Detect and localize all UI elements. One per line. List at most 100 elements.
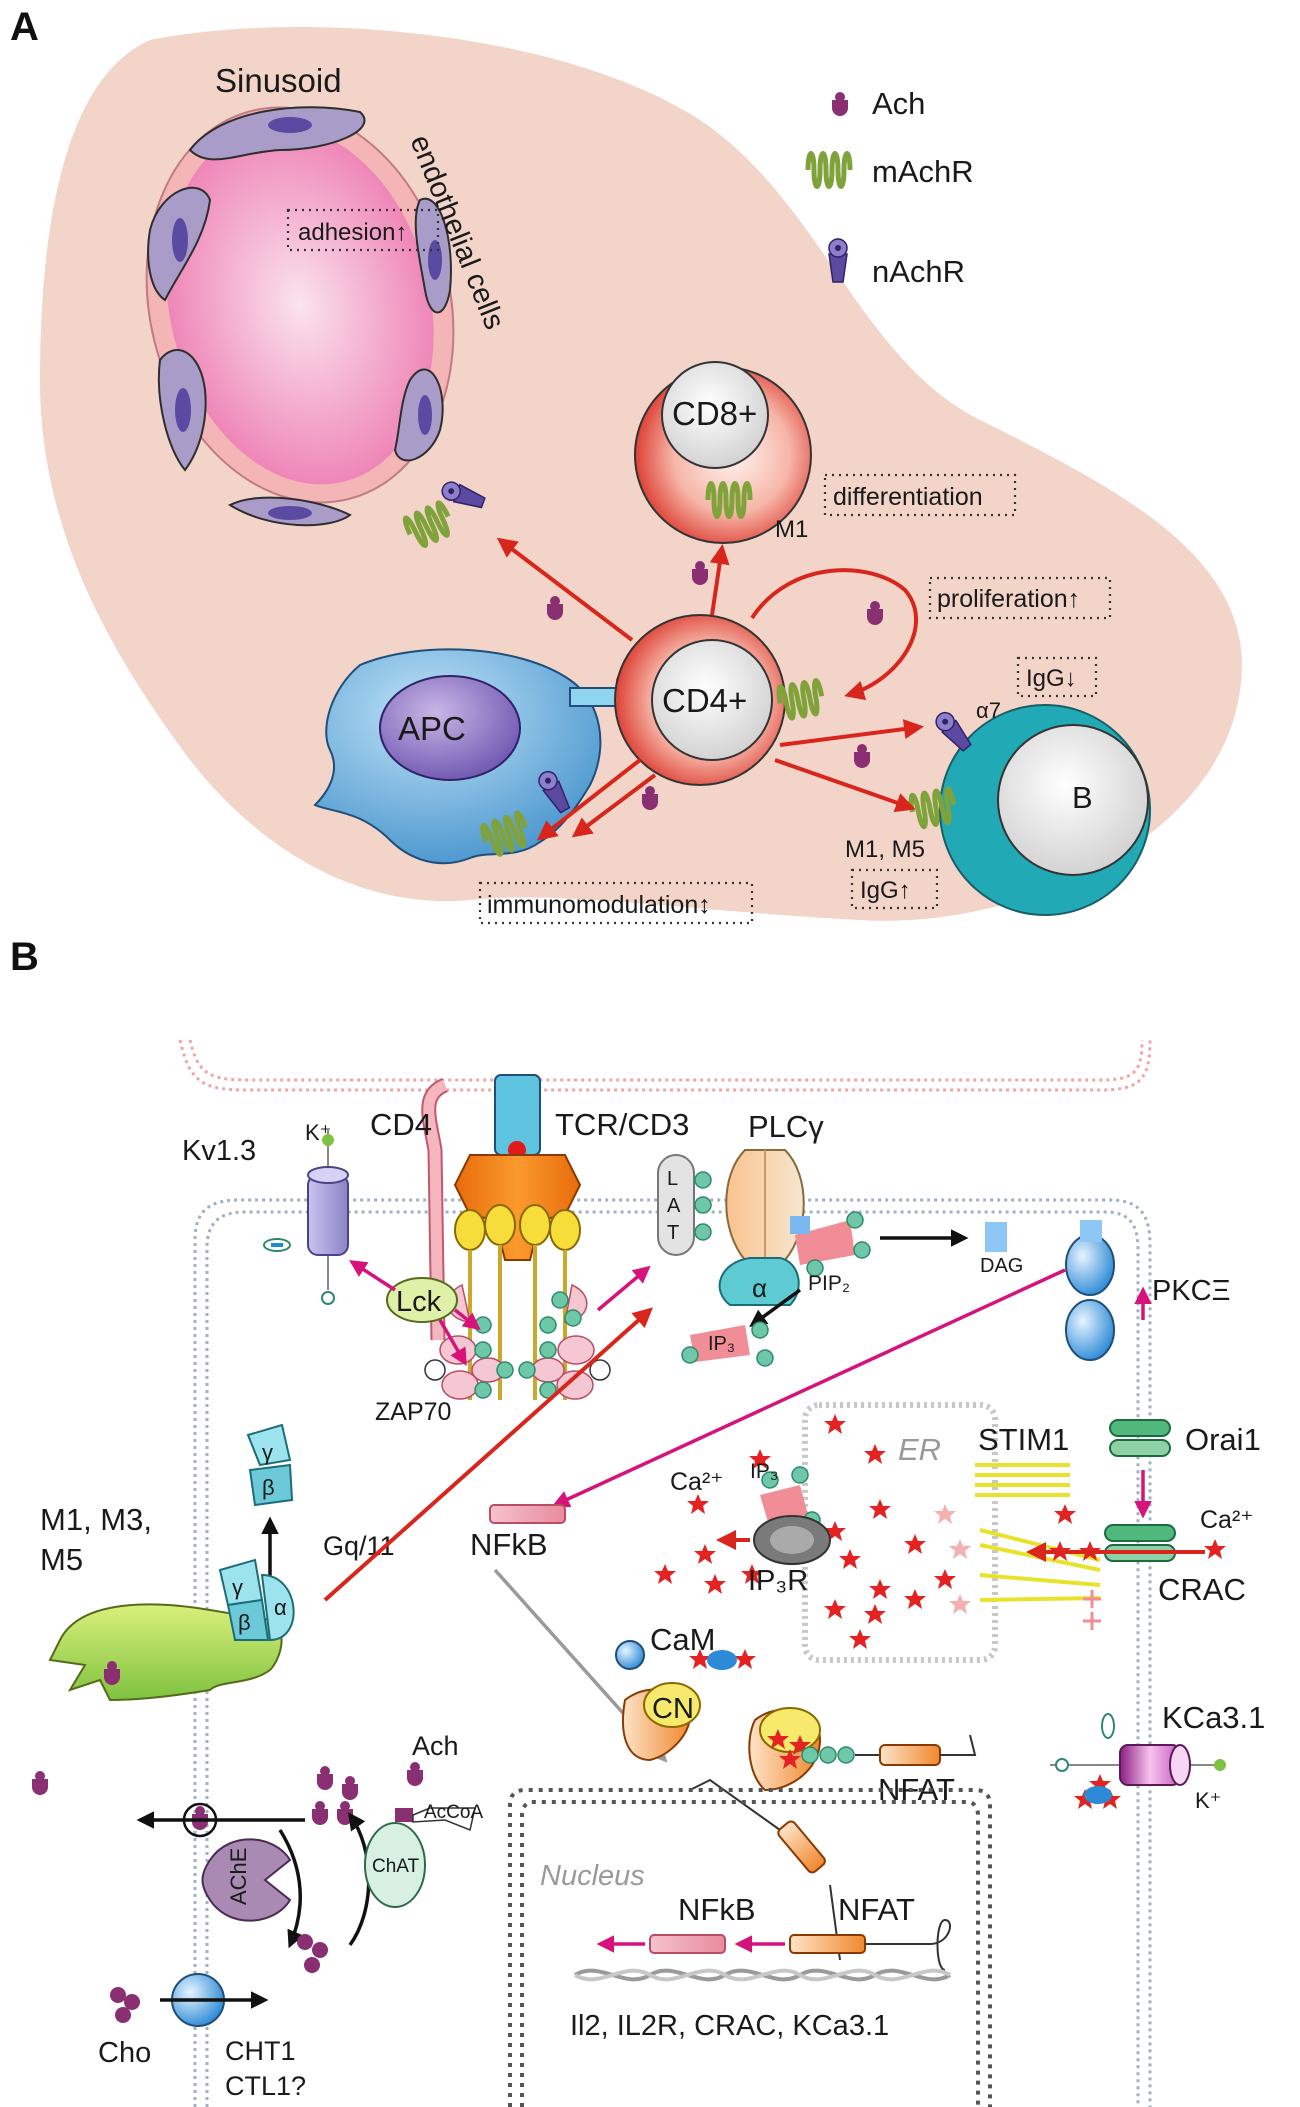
gamma-free-label: γ: [262, 1440, 273, 1465]
legend-machr-label: mAchR: [872, 154, 974, 189]
kv13-channel: [263, 1130, 349, 1305]
kv13-label: Kv1.3: [182, 1135, 256, 1167]
er-label: ER: [898, 1432, 941, 1467]
kca31-channel: [1050, 1713, 1226, 1809]
pkc-enzyme: [1065, 1220, 1115, 1361]
ach-hydrolysis-arrow: [278, 1829, 304, 1949]
kplus-bottom-label: K⁺: [1195, 1788, 1221, 1813]
apc-label: APC: [398, 710, 466, 747]
orai1-label: Orai1: [1185, 1422, 1261, 1457]
stim1: [975, 1463, 1101, 1602]
crac-plus-marks: [1083, 1590, 1101, 1630]
dag-icon: [985, 1222, 1007, 1252]
cam-protein: [615, 1640, 645, 1670]
ip3-er-label: IP₃: [750, 1460, 778, 1483]
immunomodulation-label: immunomodulation↕: [487, 891, 711, 919]
b-cell: [939, 704, 1151, 916]
stim1-label: STIM1: [978, 1422, 1069, 1457]
er-depleted-stars: [934, 1504, 971, 1614]
differentiation-label: differentiation: [833, 483, 983, 511]
igg-down-box: [1016, 656, 1098, 698]
nfkb-protein: [489, 1504, 566, 1524]
nfat-translocating: [689, 1778, 841, 1961]
panel-a-arrows: [496, 537, 924, 841]
tcr-cd3-label: TCR/CD3: [555, 1107, 689, 1142]
cd4-label: CD4+: [662, 682, 747, 719]
cd4-b-label: CD4: [370, 1107, 432, 1142]
lck-arrows: [349, 1260, 651, 1367]
nfat-nuclear-tail: [865, 1918, 951, 1971]
igg-up-box: [850, 868, 939, 910]
chat-enzyme: [364, 1807, 476, 1908]
lat-label-a: A: [667, 1195, 681, 1217]
choline-molecules: [110, 1934, 328, 2023]
plc-gamma-label: PLCγ: [748, 1109, 824, 1144]
cn-cam-nfat-complex: [748, 1707, 977, 1792]
dag-label: DAG: [980, 1255, 1023, 1277]
cam-calcium: [689, 1649, 756, 1670]
cd8-label: CD8+: [672, 395, 757, 432]
legend-nachr-icon: [828, 238, 848, 283]
cd8-cell: [634, 361, 812, 544]
nucleus-label: Nucleus: [540, 1860, 645, 1892]
genes-label: Il2, IL2R, CRAC, KCa3.1: [570, 2010, 889, 2042]
proliferation-box: [928, 576, 1112, 620]
adhesion-box: [286, 208, 440, 252]
crac-label: CRAC: [1158, 1572, 1246, 1607]
gq-alpha-label: α: [274, 1595, 287, 1620]
ctl1-label: CTL1?: [225, 2071, 306, 2101]
cd8-m1-label: M1: [775, 516, 808, 543]
legend-ach-label: Ach: [872, 86, 925, 121]
lat-label-t: T: [667, 1222, 679, 1244]
pip2-label: PIP₂: [808, 1272, 850, 1295]
gq-beta-label: β: [238, 1610, 251, 1635]
kca31-label: KCa3.1: [1162, 1700, 1265, 1735]
plc-alpha-label: α: [752, 1273, 767, 1303]
lck-label: Lck: [396, 1286, 442, 1318]
lat-label-l: L: [667, 1168, 678, 1190]
lat-adaptor: [657, 1154, 695, 1256]
m1m3m5-label-2: M5: [40, 1542, 83, 1577]
m1-m5-label: M1, M5: [845, 836, 925, 863]
panel-b-label: B: [10, 935, 39, 979]
m1m3m5-label-1: M1, M3,: [40, 1502, 152, 1537]
acoa-label: AcCoA: [424, 1802, 483, 1823]
tcr-phosphates: [474, 1291, 582, 1399]
apc-cell: [313, 648, 602, 865]
ip3r-label: IP₃R: [748, 1565, 808, 1597]
muscarinic-receptor: [48, 1558, 295, 1702]
cn-label: CN: [652, 1693, 694, 1725]
t-cell-membrane: [193, 1198, 1152, 2107]
orai1-channel: [1104, 1419, 1176, 1562]
gq-to-plc-arrow: [323, 1307, 653, 1602]
ip3-receptor: [716, 1466, 831, 1565]
nfkb-nuc-label: NFkB: [678, 1892, 756, 1927]
ca2-right-label: Ca²⁺: [1200, 1506, 1253, 1534]
differentiation-box: [823, 473, 1017, 517]
dna-strand-2: [573, 1968, 952, 1982]
panel-a-label: A: [10, 5, 39, 49]
ip3-label: IP₃: [708, 1333, 735, 1355]
ip3-molecule: [690, 1325, 750, 1362]
nucleus: [508, 1788, 992, 2107]
pip2-to-ip3-arrow: [749, 1288, 802, 1328]
g-beta-gamma-free: [246, 1423, 294, 1507]
igg-up-label: IgG↑: [860, 877, 911, 904]
beta-free-label: β: [262, 1475, 275, 1500]
zap70-label: ZAP70: [375, 1398, 451, 1426]
ca2-left-label: Ca²⁺: [670, 1468, 723, 1496]
plc-gamma: [718, 1149, 805, 1306]
sinusoid-vessel: [145, 106, 455, 527]
gq-gamma-label: γ: [232, 1575, 243, 1600]
pkc-to-nfkb-arrow: [551, 1268, 1066, 1508]
legend-ach-icon: [832, 92, 848, 116]
lat-phosphates: [694, 1171, 712, 1241]
lck-kinase: [386, 1277, 458, 1323]
legend: Ach mAchR nAchR: [808, 86, 974, 289]
nfat-nuc-label: NFAT: [838, 1892, 915, 1927]
immunomodulation-box: [478, 881, 754, 925]
alpha7-label: α7: [976, 698, 1001, 723]
calcineurin: [621, 1682, 701, 1762]
apc-membrane: [178, 1039, 1152, 1092]
